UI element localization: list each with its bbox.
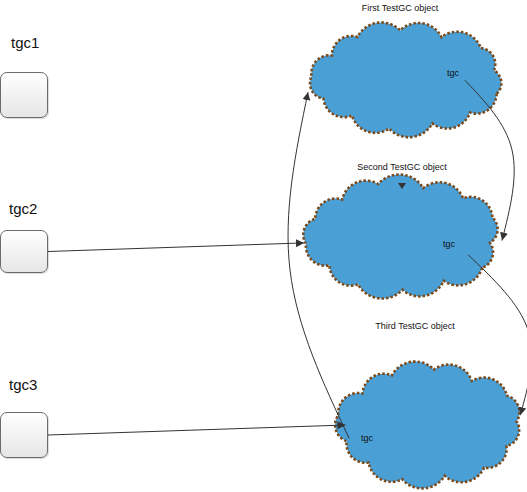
field-label: tgc: [447, 68, 459, 78]
cloud-shape: [334, 364, 524, 486]
object-cloud: Third TestGC objecttgc: [334, 364, 524, 486]
variable-label: tgc3: [9, 376, 37, 393]
reference-arrow: [48, 425, 345, 435]
reference-arrow: [48, 243, 304, 252]
field-label: tgc: [443, 239, 455, 249]
cloud-outline: [303, 175, 497, 299]
object-title: Second TestGC object: [342, 161, 462, 174]
reference-box: tgc1: [0, 72, 48, 118]
object-cloud: First TestGC objecttgc: [308, 24, 504, 134]
field-label: tgc: [361, 433, 373, 443]
object-title: Third TestGC object: [375, 320, 455, 333]
cloud-outline: [310, 23, 501, 138]
cloud-shape: [302, 178, 502, 296]
reference-box: tgc2: [0, 230, 48, 273]
cloud-outline: [335, 362, 519, 489]
reference-box: tgc3: [0, 412, 48, 458]
cloud-shape: [308, 24, 504, 134]
object-cloud: Second TestGC objecttgc: [302, 178, 502, 296]
object-title: First TestGC object: [340, 2, 460, 15]
variable-label: tgc1: [11, 34, 39, 51]
variable-label: tgc2: [9, 200, 37, 217]
